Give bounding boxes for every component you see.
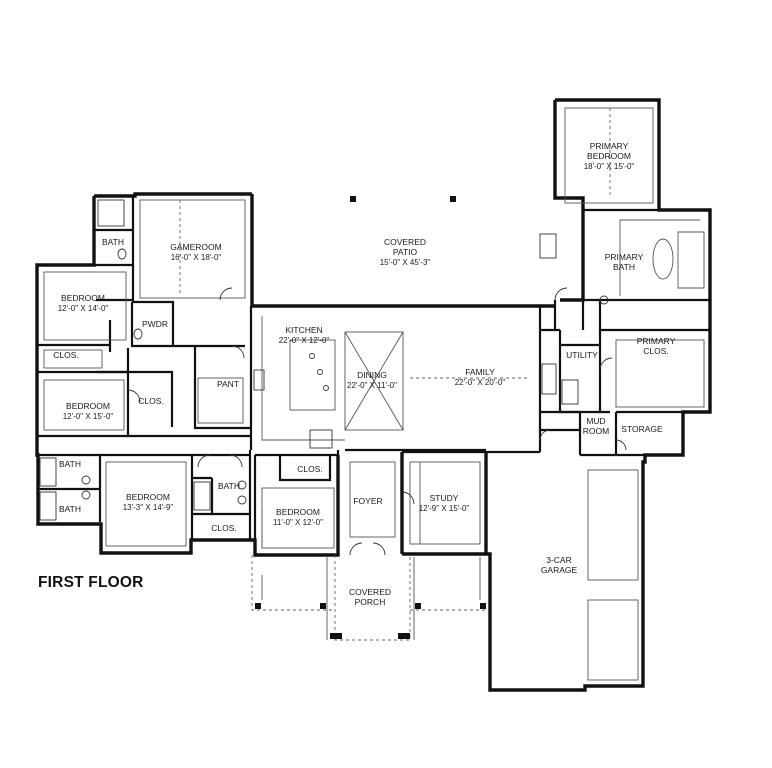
room-name-primary-bath: PRIMARY <box>605 252 644 262</box>
room-name-primary-bath-2: BATH <box>613 262 635 272</box>
room-name-study: STUDY <box>430 493 459 503</box>
room-name-clos-mid: CLOS. <box>211 523 237 533</box>
room-dims-bedroom-s: 11'-0" X 12'-0" <box>273 518 323 527</box>
room-name-primary-bedroom-2: BEDROOM <box>587 151 631 161</box>
room-name-covered-porch-2: PORCH <box>355 597 386 607</box>
room-name-covered-patio-2: PATIO <box>393 247 418 257</box>
room-name-pwdr: PWDR <box>142 319 168 329</box>
door-swings <box>127 287 627 556</box>
room-name-mud-room: MUD <box>586 416 605 426</box>
room-name-bedroom-w: BEDROOM <box>66 401 110 411</box>
room-name-primary-bedroom: PRIMARY <box>590 141 629 151</box>
columns <box>255 196 486 639</box>
room-dims-kitchen: 22'-0" X 12'-0" <box>279 336 330 345</box>
room-dims-bedroom-sw: 13'-3" X 14'-9" <box>123 503 174 512</box>
room-dims-gameroom: 16'-0" X 18'-0" <box>171 253 222 262</box>
room-name-utility: UTILITY <box>566 350 598 360</box>
room-name-garage: 3-CAR <box>546 555 572 565</box>
room-name-garage-2: GARAGE <box>541 565 578 575</box>
room-name-primary-clos: PRIMARY <box>637 336 676 346</box>
room-labels: PRIMARY BEDROOM 18'-0" X 15'-0" COVERED … <box>53 141 675 607</box>
room-name-bath-sw2: BATH <box>59 504 81 514</box>
room-name-bath-sw1: BATH <box>59 459 81 469</box>
dashed-lines <box>179 108 611 641</box>
room-dims-covered-patio: 15'-0" X 45'-3" <box>380 258 431 267</box>
room-name-bath-upper-left: BATH <box>102 237 124 247</box>
room-name-family: FAMILY <box>465 367 495 377</box>
room-name-clos-nw: CLOS. <box>53 350 79 360</box>
room-name-covered-patio: COVERED <box>384 237 426 247</box>
room-name-covered-porch: COVERED <box>349 587 391 597</box>
interior-walls <box>37 196 710 555</box>
room-name-primary-clos-2: CLOS. <box>643 346 669 356</box>
room-dims-family: 22'-0" X 20'-0" <box>455 378 506 387</box>
room-name-bedroom-s: BEDROOM <box>276 507 320 517</box>
room-name-storage: STORAGE <box>621 424 663 434</box>
room-name-clos-s: CLOS. <box>297 464 323 474</box>
room-dims-dining: 22'-0" X 11'-0" <box>347 381 397 390</box>
room-name-kitchen: KITCHEN <box>285 325 322 335</box>
room-name-pant: PANT <box>217 379 239 389</box>
room-name-foyer: FOYER <box>353 496 382 506</box>
room-dims-bedroom-w: 12'-0" X 15'-0" <box>63 412 114 421</box>
room-name-dining: DINING <box>357 370 387 380</box>
room-dims-bedroom-nw: 12'-0" X 14'-0" <box>58 304 109 313</box>
room-dims-study: 12'-9" X 15'-0" <box>419 504 470 513</box>
room-name-bedroom-nw: BEDROOM <box>61 293 105 303</box>
room-name-clos-w: CLOS. <box>138 396 164 406</box>
room-interior-lines <box>43 107 705 681</box>
room-name-mud-room-2: ROOM <box>583 426 609 436</box>
floor-title: FIRST FLOOR <box>38 574 144 591</box>
room-name-bath-mid: BATH <box>218 481 240 491</box>
room-name-gameroom: GAMEROOM <box>170 242 221 252</box>
room-dims-primary-bedroom: 18'-0" X 15'-0" <box>584 162 635 171</box>
fixtures <box>39 199 609 521</box>
room-name-bedroom-sw: BEDROOM <box>126 492 170 502</box>
